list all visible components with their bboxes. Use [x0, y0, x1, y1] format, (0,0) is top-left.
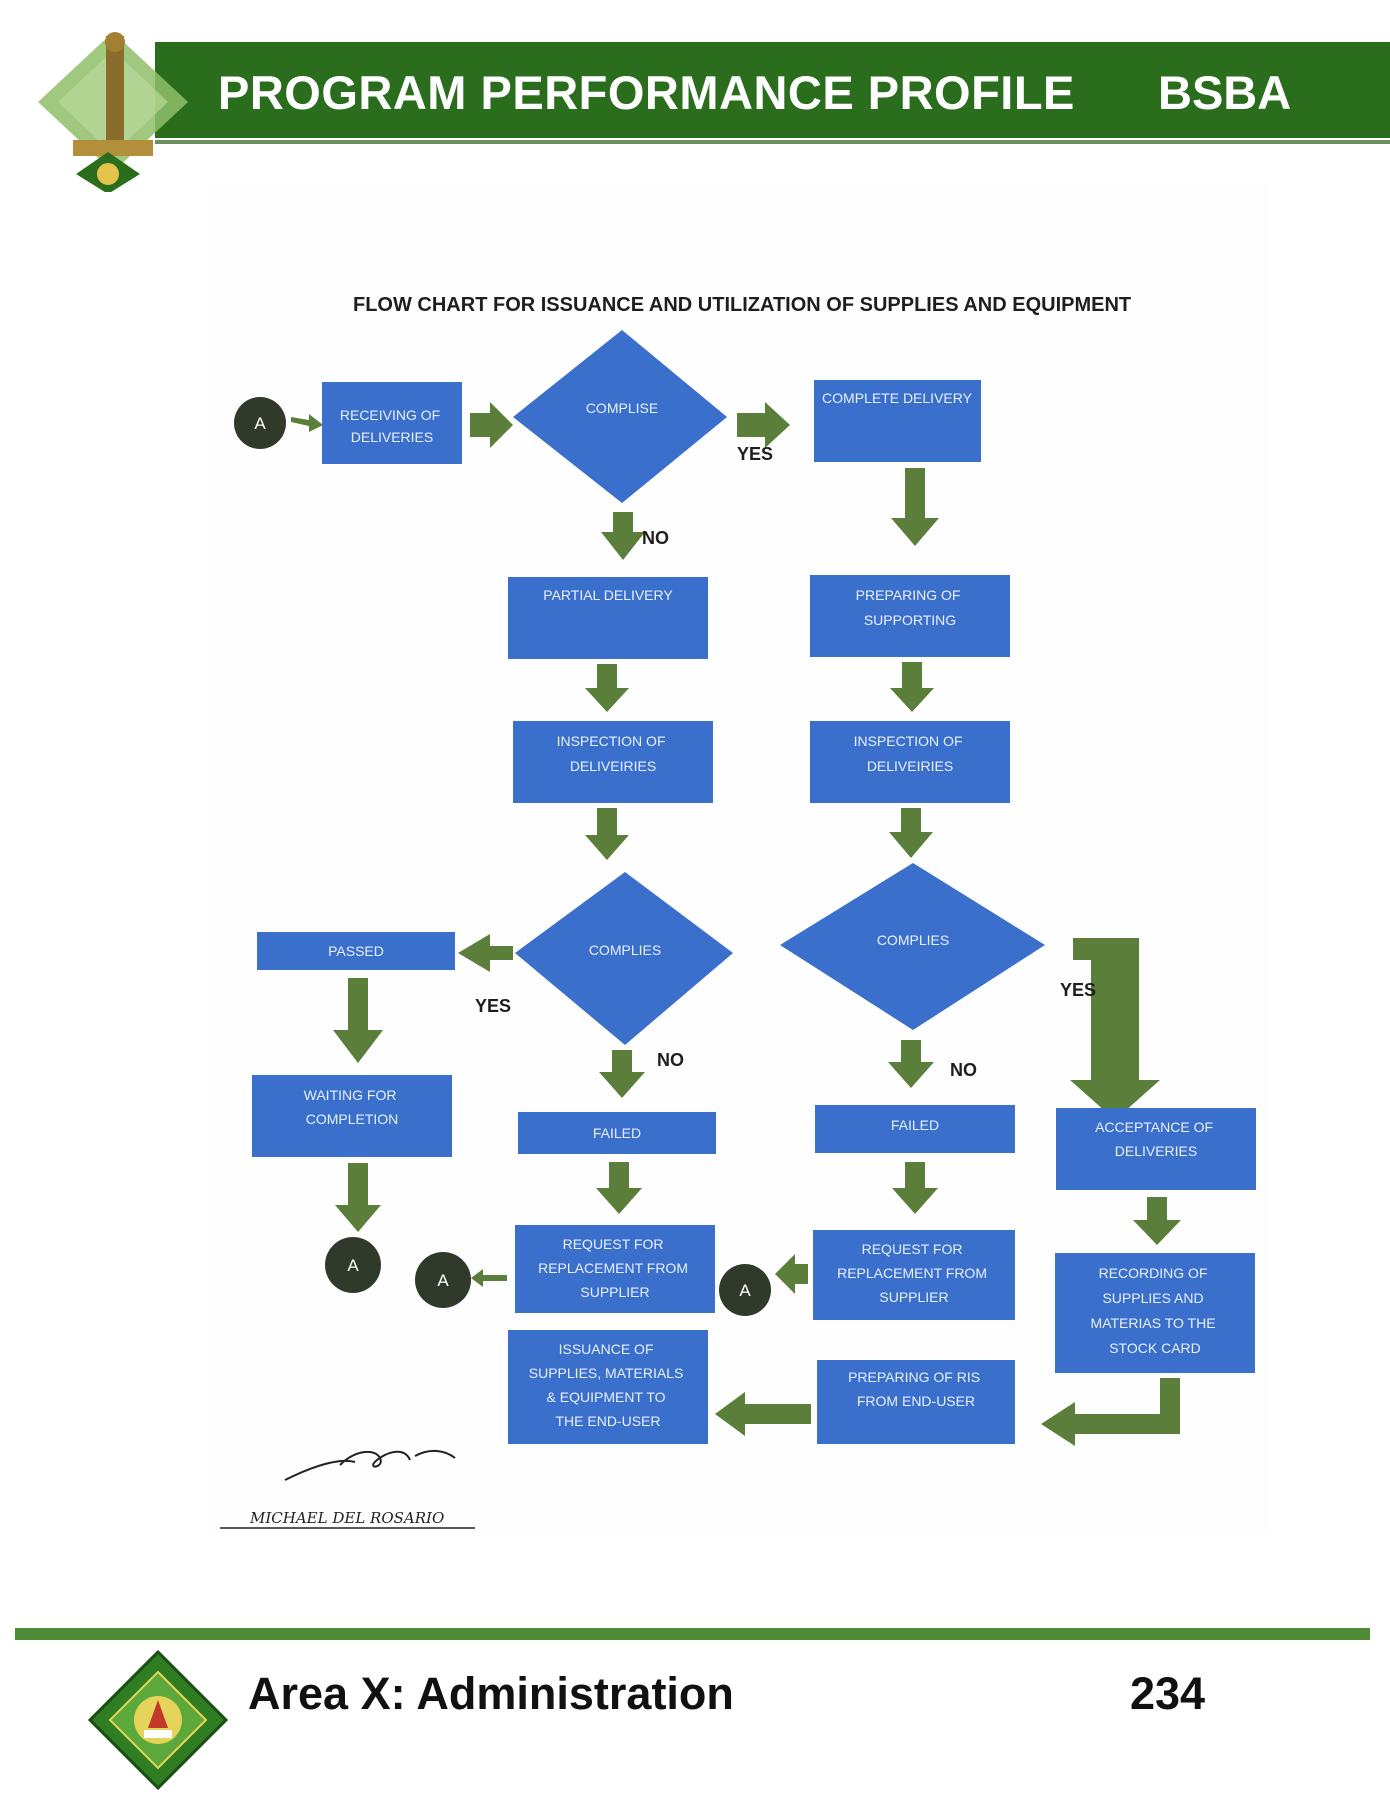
connector-a-start [234, 397, 286, 449]
arrow [599, 1050, 645, 1098]
program-code: BSBA [1158, 66, 1292, 119]
yes-label-right: YES [1060, 980, 1096, 1000]
node-failed-right [815, 1105, 1015, 1153]
arrow [470, 402, 513, 448]
arrow [1041, 1378, 1180, 1446]
arrow [1133, 1197, 1181, 1245]
node-complies-left-label: COMPLIES [589, 942, 661, 958]
connector-a-waiting [325, 1237, 381, 1293]
arrow [892, 1162, 938, 1214]
arrow [291, 414, 323, 432]
flowchart-title: FLOW CHART FOR ISSUANCE AND UTILIZATION … [353, 294, 1131, 316]
node-preparing-supporting [810, 575, 1010, 657]
node-partial-delivery-label: PARTIAL DELIVERY [543, 587, 673, 603]
arrow [335, 1163, 381, 1232]
node-inspection-right [810, 721, 1010, 803]
connector-a-left-label: A [437, 1271, 449, 1290]
connector-a-start-label: A [254, 414, 266, 433]
university-emblem-top-logo [38, 32, 188, 192]
node-partial-delivery [508, 577, 708, 659]
node-recording-stock-card [1055, 1253, 1255, 1373]
yes-label: YES [737, 444, 773, 464]
node-failed-left [518, 1112, 716, 1154]
node-inspection-left-label: INSPECTION OF DELIVEIRIES [557, 733, 670, 774]
connector-a-waiting-label: A [347, 1256, 359, 1275]
node-issuance-end-user-label: ISSUANCE OF SUPPLIES, MATERIALS & EQUIPM… [529, 1341, 687, 1429]
node-complies-right-label: COMPLIES [877, 932, 949, 948]
page-title: PROGRAM PERFORMANCE PROFILE [218, 66, 1075, 119]
node-recording-stock-card-label: RECORDING OF SUPPLIES AND MATERIAS TO TH… [1091, 1265, 1220, 1356]
node-receiving-deliveries-label: RECEIVING OF DELIVERIES [340, 407, 444, 445]
arrow [585, 664, 629, 712]
arrow [889, 808, 933, 858]
connector-a-right [719, 1264, 771, 1316]
node-preparing-supporting-label: PREPARING OF SUPPORTING [856, 587, 965, 628]
arrow [1070, 938, 1160, 1120]
node-issuance-end-user [508, 1330, 708, 1444]
page-number: 234 [1130, 1668, 1206, 1719]
node-request-replacement-right [813, 1230, 1015, 1320]
flowchart-diagram: FLOW CHART FOR ISSUANCE AND UTILIZATION … [220, 294, 1256, 1529]
arrow [715, 1392, 811, 1436]
node-request-replacement-left-label: REQUEST FOR REPLACEMENT FROM SUPPLIER [538, 1236, 692, 1300]
no-label-left: NO [657, 1050, 684, 1070]
connector-a-left [415, 1252, 471, 1308]
node-complise-label: COMPLISE [586, 400, 658, 416]
node-passed [257, 932, 455, 970]
node-waiting-completion-label: WAITING FOR COMPLETION [304, 1087, 401, 1127]
node-request-replacement-left [515, 1225, 715, 1313]
node-failed-right-label: FAILED [891, 1117, 939, 1133]
node-acceptance-deliveries [1056, 1108, 1256, 1190]
footer-divider [15, 1628, 1370, 1640]
node-complies-right-decision [780, 863, 1045, 1030]
arrow [458, 934, 513, 972]
connector-a-right-label: A [739, 1281, 751, 1300]
node-receiving-deliveries [322, 382, 462, 464]
node-inspection-left [513, 721, 713, 803]
arrow [333, 978, 383, 1063]
arrow [891, 468, 939, 546]
university-seal-logo [88, 1650, 228, 1790]
arrow [596, 1162, 642, 1214]
node-inspection-right-label: INSPECTION OF DELIVEIRIES [854, 733, 967, 774]
no-label-right: NO [950, 1060, 977, 1080]
arrow [471, 1269, 507, 1287]
node-complete-delivery [814, 380, 981, 462]
arrow [888, 1040, 934, 1088]
yes-label-left: YES [475, 996, 511, 1016]
arrow [601, 512, 645, 560]
node-request-replacement-right-label: REQUEST FOR REPLACEMENT FROM SUPPLIER [837, 1241, 991, 1305]
node-waiting-completion [252, 1075, 452, 1157]
signatory-name: MICHAEL DEL ROSARIO [249, 1509, 444, 1527]
arrow [737, 402, 790, 448]
node-failed-left-label: FAILED [593, 1125, 641, 1141]
arrow [890, 662, 934, 712]
node-preparing-ris [817, 1360, 1015, 1444]
node-acceptance-deliveries-label: ACCEPTANCE OF DELIVERIES [1095, 1119, 1217, 1159]
node-complise-decision [513, 330, 727, 503]
node-complete-delivery-label: COMPLETE DELIVERY [822, 390, 973, 406]
node-passed-label: PASSED [328, 943, 384, 959]
signature-scribble [284, 1450, 456, 1481]
arrow [775, 1254, 808, 1294]
node-preparing-ris-label: PREPARING OF RIS FROM END-USER [848, 1369, 984, 1409]
no-label: NO [642, 528, 669, 548]
header-bar [155, 42, 1390, 144]
footer-area-title: Area X: Administration [248, 1668, 734, 1719]
node-complies-left-decision [515, 872, 733, 1045]
arrow [585, 808, 629, 860]
